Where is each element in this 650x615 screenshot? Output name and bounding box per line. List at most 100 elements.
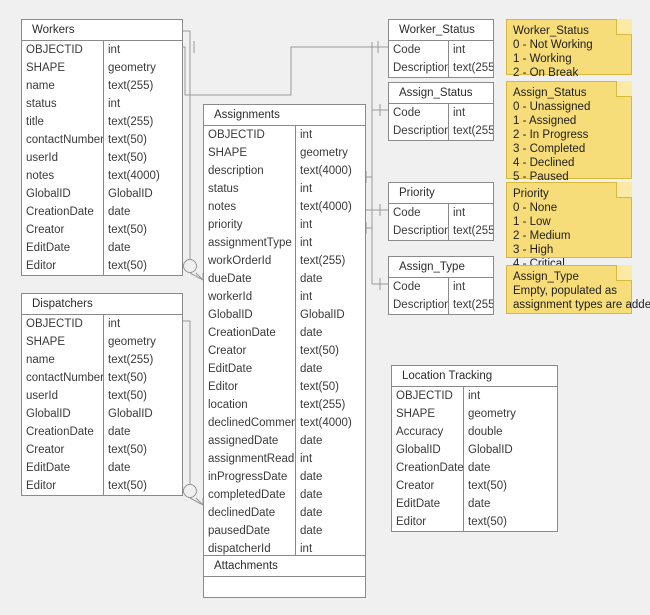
rel-workers-worker-status — [183, 41, 388, 96]
attribute-name: name — [22, 351, 104, 369]
attribute-name: OBJECTID — [204, 126, 296, 144]
attribute-name: Description — [389, 222, 449, 240]
note-line: 1 - Low — [513, 216, 551, 228]
attribute-type: date — [108, 206, 131, 218]
entity-title-location-tracking: Location Tracking — [392, 366, 557, 387]
note-assign-status[interactable]: Assign_Status 0 - Unassigned 1 - Assigne… — [506, 81, 632, 197]
attribute-row: declinedDate date — [204, 504, 365, 522]
attribute-type: text(50) — [300, 381, 339, 393]
attribute-type: date — [300, 507, 323, 519]
attribute-name: pausedDate — [204, 522, 296, 540]
attribute-row: EditDate date — [392, 495, 557, 513]
attribute-row: CreationDate date — [204, 324, 365, 342]
attribute-name: EditDate — [392, 495, 464, 513]
attribute-row-empty — [204, 577, 365, 597]
attribute-name: declinedDate — [204, 504, 296, 522]
attribute-name: Code — [389, 278, 449, 296]
attribute-type: date — [108, 462, 131, 474]
attribute-type: date — [108, 426, 131, 438]
attribute-type: int — [300, 183, 313, 195]
attribute-name: GlobalID — [204, 306, 296, 324]
attribute-name: CreationDate — [204, 324, 296, 342]
attribute-name: Description — [389, 296, 449, 314]
attribute-type: int — [453, 107, 466, 119]
attribute-list-attachments — [204, 577, 365, 597]
attribute-name: GlobalID — [22, 185, 104, 203]
attribute-type: date — [300, 471, 323, 483]
attribute-name: GlobalID — [392, 441, 464, 459]
attribute-type: text(4000) — [108, 170, 160, 182]
attribute-type: geometry — [108, 62, 156, 74]
attribute-type: date — [468, 498, 491, 510]
attribute-type: int — [468, 390, 481, 402]
attribute-row: CreationDate date — [22, 423, 182, 441]
attribute-type: text(50) — [468, 516, 507, 528]
attribute-type: text(255) — [453, 62, 493, 74]
attribute-name: Editor — [22, 257, 104, 275]
entity-attachments[interactable]: Attachments — [203, 555, 366, 598]
attribute-type: date — [300, 327, 323, 339]
attribute-type: geometry — [300, 147, 348, 159]
entity-title-assign-status: Assign_Status — [389, 83, 493, 104]
attribute-type: int — [300, 453, 313, 465]
attribute-type: GlobalID — [468, 444, 513, 456]
attribute-type: GlobalID — [108, 408, 153, 420]
note-assign-type[interactable]: Assign_Type Empty, populated as assignme… — [506, 265, 650, 314]
note-fold-corner-icon — [616, 81, 632, 97]
attribute-type: int — [453, 281, 466, 293]
attribute-name: declinedComment — [204, 414, 296, 432]
attribute-name: Creator — [22, 441, 104, 459]
note-line: 3 - Completed — [513, 143, 586, 155]
attribute-name: priority — [204, 216, 296, 234]
note-line: 0 - None — [513, 202, 558, 214]
attribute-type: text(50) — [108, 480, 147, 492]
attribute-name: dueDate — [204, 270, 296, 288]
attribute-name: CreationDate — [22, 423, 104, 441]
attribute-name: EditDate — [22, 239, 104, 257]
note-line: 1 - Working — [513, 53, 572, 65]
attribute-name: workerId — [204, 288, 296, 306]
note-priority[interactable]: Priority 0 - None 1 - Low 2 - Medium 3 -… — [506, 182, 632, 270]
attribute-type: date — [300, 489, 323, 501]
attribute-name: contactNumber — [22, 131, 104, 149]
note-title: Priority — [513, 188, 549, 200]
note-worker-status[interactable]: Worker_Status 0 - Not Working 1 - Workin… — [506, 19, 632, 79]
